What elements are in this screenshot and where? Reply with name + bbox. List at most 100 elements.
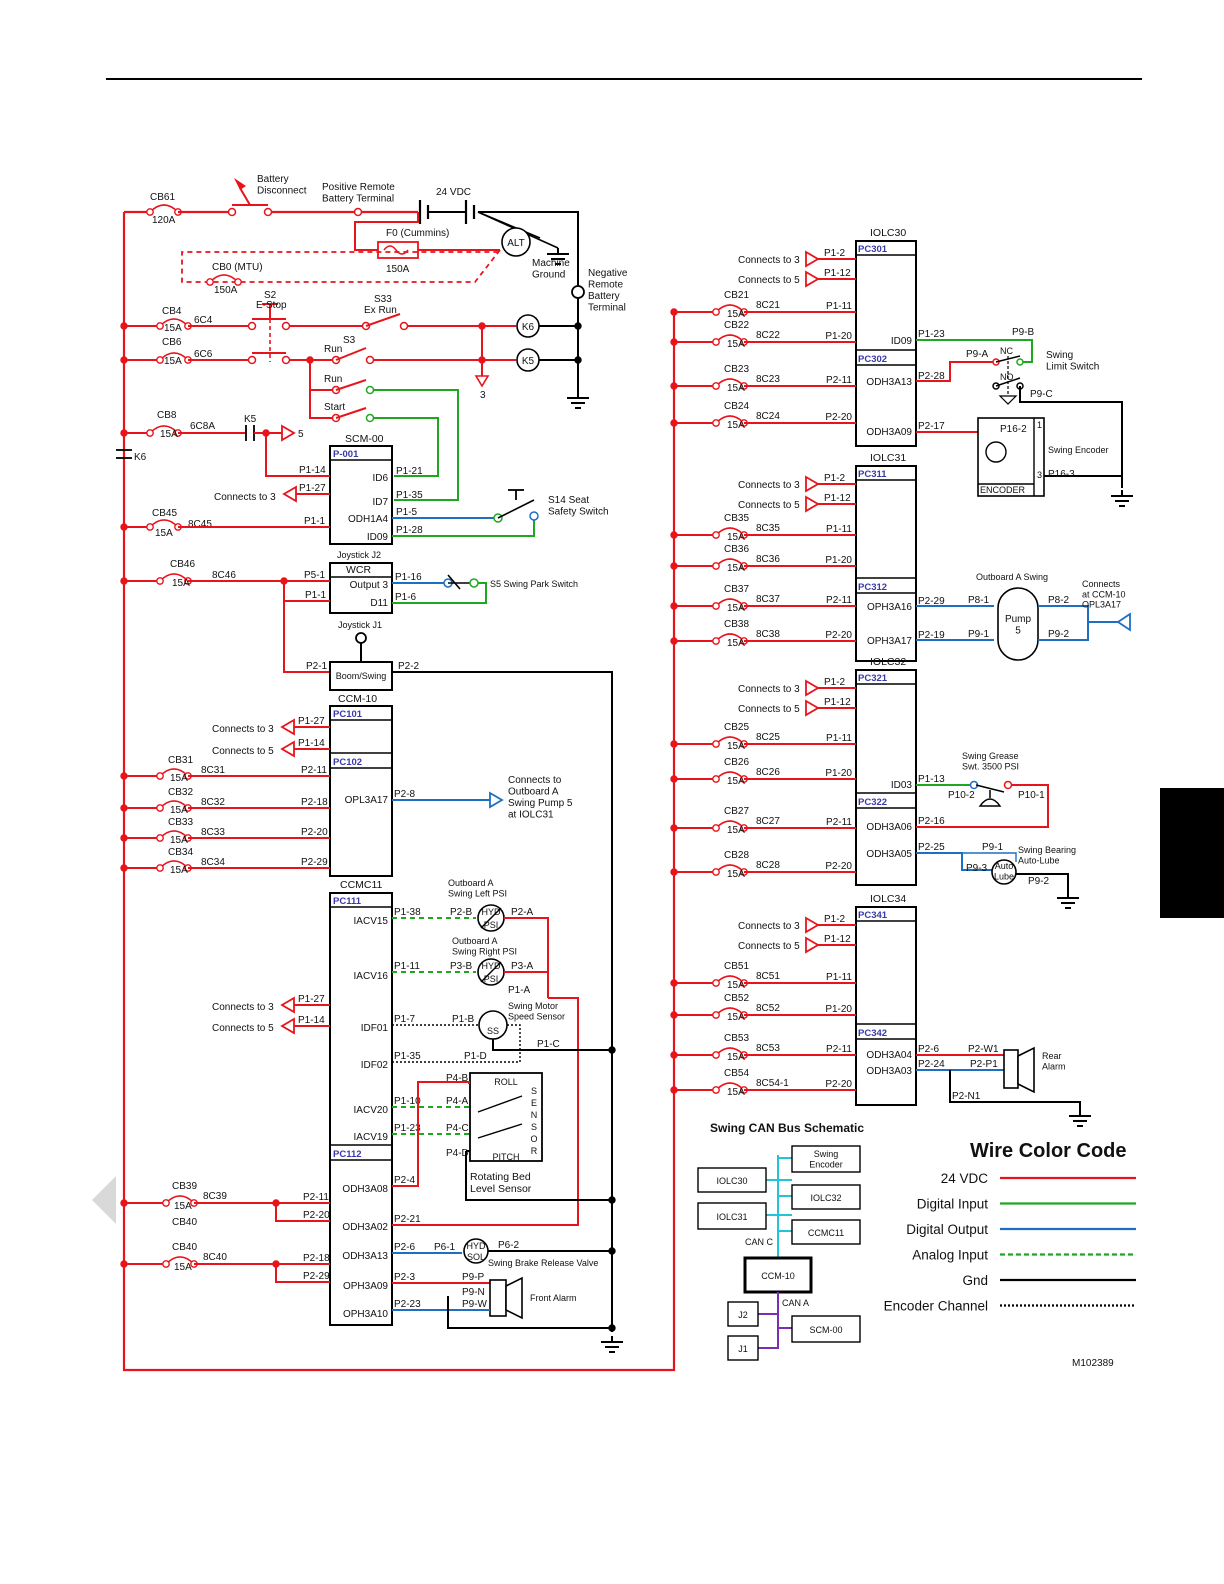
iolc34-pc-b: PC342 xyxy=(858,1028,887,1039)
cb-amp: 15A xyxy=(727,638,745,649)
cb-wire: 8C51 xyxy=(756,971,780,982)
p91b-label: P9-1 xyxy=(982,842,1004,853)
cb-wire: 8C22 xyxy=(756,330,780,341)
ground-wire xyxy=(477,211,541,239)
can-bus-title: Swing CAN Bus Schematic xyxy=(710,1121,864,1135)
switch-terminal xyxy=(365,385,375,395)
p1a-label: P1-A xyxy=(508,985,531,996)
breaker-terminal xyxy=(712,382,720,390)
sensor-slash xyxy=(480,961,502,983)
iolc30-pc-a: PC301 xyxy=(858,244,888,255)
pin-p12: P1-2 xyxy=(824,914,846,925)
switch-terminal xyxy=(247,355,257,365)
seat-switch-contact xyxy=(497,499,535,519)
wcr-p11: P1-1 xyxy=(305,590,327,601)
p9p-label: P9-P xyxy=(462,1272,485,1283)
sensor-letter: S xyxy=(531,1086,537,1096)
cb-wire: 8C34 xyxy=(201,857,225,868)
label-line: Swing Motor xyxy=(508,1001,558,1011)
breaker-terminal xyxy=(712,637,720,645)
iolc32-pc-b: PC322 xyxy=(858,797,887,808)
pin-label: P1-11 xyxy=(826,733,852,744)
label-line: Swing xyxy=(814,1149,839,1159)
iolc30-odh13: ODH3A13 xyxy=(866,377,912,388)
iolc32-module xyxy=(855,669,917,886)
negative-wire xyxy=(478,211,579,286)
sensor-letter: S xyxy=(531,1122,537,1132)
wcr-d11: D11 xyxy=(370,598,388,609)
iolc31-pc-b: PC312 xyxy=(858,582,887,593)
cb46-amp: 15A xyxy=(172,578,190,589)
pin-p12: P1-2 xyxy=(824,677,846,688)
iolc31-module xyxy=(855,465,917,662)
can-node-iolc31-label: IOLC31 xyxy=(716,1212,747,1222)
k5-label: K5 xyxy=(522,356,535,367)
iolc31-pc-a: PC311 xyxy=(858,469,887,480)
cb-wire: 8C40 xyxy=(203,1252,227,1263)
ccmc11-pin: ODH3A02 xyxy=(342,1222,388,1233)
label-line: Swt. 3500 PSI xyxy=(962,761,1019,771)
ccmc11-title: CCMC11 xyxy=(340,879,383,891)
pin-p217: P2-17 xyxy=(918,421,945,432)
label-line: at IOLC31 xyxy=(508,810,554,821)
pin-p112: P1-12 xyxy=(824,493,851,504)
ccmc11-pin: IACV16 xyxy=(354,971,389,982)
cb-wire: 8C31 xyxy=(201,765,225,776)
hyd-label: HYD xyxy=(466,1241,486,1251)
p1c-label: P1-C xyxy=(537,1039,560,1050)
brake-label: Swing Brake Release Valve xyxy=(488,1258,598,1268)
breaker-terminal xyxy=(712,775,720,783)
breaker-terminal xyxy=(234,278,242,286)
cb-amp: 15A xyxy=(727,1052,745,1063)
can-c-label: CAN C xyxy=(745,1237,774,1247)
switch-terminal xyxy=(281,355,291,365)
pin-label: P1-20 xyxy=(825,768,852,779)
cb-label: CB32 xyxy=(168,787,193,798)
run-digital-input xyxy=(374,389,459,501)
can-node-j2 xyxy=(727,1301,759,1327)
pin-label: P2-20 xyxy=(825,412,852,423)
sensor-element xyxy=(477,1123,523,1139)
cb-label: CB23 xyxy=(724,364,749,375)
p4b-label: P4-B xyxy=(446,1073,469,1084)
cb-amp: 15A xyxy=(727,776,745,787)
voltage-label: 24 VDC xyxy=(436,187,471,198)
p1b-label: P1-B xyxy=(452,1014,475,1025)
p4a-label: P4-A xyxy=(446,1096,469,1107)
ccm10-p28: P2-8 xyxy=(394,789,416,800)
wcr-module xyxy=(329,562,393,614)
ccm10-pin: P2-18 xyxy=(301,797,328,808)
s5-label: S5 Swing Park Switch xyxy=(490,579,578,589)
ccm10-p114: P1-14 xyxy=(298,738,325,749)
label-line: 5 xyxy=(1015,626,1021,637)
cb-amp: 15A xyxy=(727,563,745,574)
p4c-label: P4-C xyxy=(446,1123,469,1134)
switch-terminal xyxy=(365,413,375,423)
grease-switch-contact xyxy=(975,784,1005,793)
ccm10-pc102: PC102 xyxy=(333,757,362,768)
digital-input-wire xyxy=(392,582,487,604)
cb-label: CB53 xyxy=(724,1033,749,1044)
connects3-label: Connects to 3 xyxy=(738,255,800,266)
can-a-bus xyxy=(758,1292,779,1349)
header-rule xyxy=(106,78,1142,80)
p9b-label: P9-B xyxy=(1012,327,1035,338)
label-line: Lube xyxy=(994,871,1014,881)
ground-wire xyxy=(447,1296,612,1329)
start-contact xyxy=(335,407,367,419)
level-sensor-icon xyxy=(469,1072,543,1162)
wire xyxy=(962,852,1017,862)
joystick-j1-label: Joystick J1 xyxy=(338,620,382,630)
ccmc11-p24: P2-4 xyxy=(394,1175,416,1186)
scm00-p135: P1-35 xyxy=(396,490,423,501)
digital-output-wire xyxy=(1038,605,1120,623)
breaker-terminal xyxy=(156,804,164,812)
cb45-label: CB45 xyxy=(152,508,177,519)
iolc31-oph16: OPH3A16 xyxy=(867,602,912,613)
park-switch-lever xyxy=(447,574,461,590)
label-line: Auto xyxy=(995,861,1014,871)
